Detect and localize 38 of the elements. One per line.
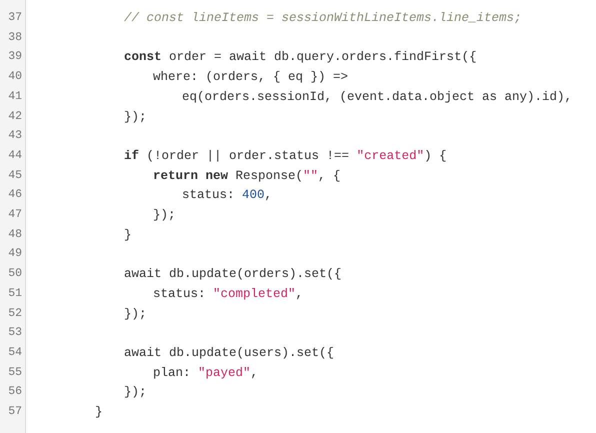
line-number: 56 bbox=[7, 384, 22, 400]
code-line: const order = await db.query.orders.findFirst({ bbox=[124, 49, 477, 66]
code-line: }); bbox=[124, 306, 147, 322]
line-number: 45 bbox=[7, 168, 22, 184]
line-number: 47 bbox=[7, 207, 22, 223]
code-line: eq(orders.sessionId, (event.data.object as any).id), bbox=[182, 88, 572, 105]
line-number: 42 bbox=[7, 108, 22, 124]
code-comment: // const lineItems = sessionWithLineItems.line_items; bbox=[124, 10, 522, 26]
code-line: } bbox=[95, 404, 103, 420]
line-number: 55 bbox=[7, 364, 22, 381]
line-number: 46 bbox=[7, 187, 22, 204]
line-number: 39 bbox=[7, 49, 22, 66]
code-line: plan: "payed", bbox=[153, 364, 258, 381]
code-line: }); bbox=[153, 207, 176, 223]
line-number: 43 bbox=[7, 128, 22, 144]
code-line: return new Response("", { bbox=[153, 168, 341, 184]
line-number: 48 bbox=[7, 226, 22, 243]
line-number: 51 bbox=[7, 286, 22, 302]
line-number: 38 bbox=[7, 30, 22, 46]
code-line: status: 400, bbox=[182, 187, 272, 204]
line-number: 50 bbox=[7, 266, 22, 282]
line-number: 40 bbox=[7, 69, 22, 86]
code-line: await db.update(users).set({ bbox=[124, 344, 334, 361]
line-number: 44 bbox=[7, 148, 22, 164]
line-number: 57 bbox=[7, 404, 22, 420]
code-line: if (!order || order.status !== "created") { bbox=[124, 148, 447, 164]
code-line: await db.update(orders).set({ bbox=[124, 266, 342, 282]
line-number: 37 bbox=[7, 10, 22, 26]
line-number: 52 bbox=[7, 306, 22, 322]
line-number: 41 bbox=[7, 88, 22, 105]
code-line: status: "completed", bbox=[153, 286, 304, 302]
line-number: 54 bbox=[7, 344, 22, 361]
code-line: }); bbox=[124, 384, 147, 400]
line-number: 53 bbox=[7, 325, 22, 342]
code-line: }); bbox=[124, 108, 147, 124]
code-line: } bbox=[124, 226, 132, 243]
line-number: 49 bbox=[7, 246, 22, 262]
code-line: where: (orders, { eq }) => bbox=[153, 69, 348, 86]
